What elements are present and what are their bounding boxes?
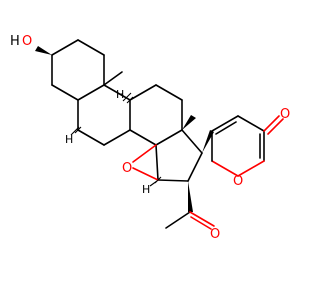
bond	[77, 39, 105, 56]
pyranone-carbonyl-o-label: O	[280, 107, 290, 122]
wedge-bond	[182, 115, 196, 130]
bond	[77, 84, 105, 101]
ring-d-bonds	[155, 129, 203, 182]
bond	[155, 129, 183, 146]
hydroxyl-h-label: H	[10, 34, 20, 49]
epoxide-o-label: O	[122, 161, 132, 176]
h15-hash	[149, 176, 162, 187]
pyranone-bonds	[202, 115, 284, 177]
bond	[132, 144, 157, 163]
h5-label: H	[65, 133, 73, 146]
ring-c-bonds	[129, 84, 183, 146]
bond	[51, 84, 79, 101]
bond	[129, 84, 157, 101]
h9-hash	[122, 92, 134, 104]
bond	[103, 129, 131, 146]
bond	[103, 84, 131, 101]
bond	[129, 129, 157, 146]
methyl-c19-bond	[103, 71, 123, 86]
epoxide-bonds	[132, 144, 159, 181]
bond	[155, 84, 183, 101]
bond	[77, 129, 105, 146]
bond	[157, 179, 189, 182]
hydroxyl-o-label: O	[22, 34, 32, 49]
pyranone-ring-o-label: O	[233, 174, 243, 189]
acetyl-o-label: O	[210, 227, 220, 242]
acetyl-bonds	[165, 181, 215, 230]
molecule-structure: H O O O O O H H H	[10, 34, 290, 242]
ring-a-bonds	[51, 39, 105, 101]
ring-b-bonds	[77, 84, 131, 146]
h9-label: H	[116, 88, 124, 101]
bond	[181, 129, 203, 154]
bond	[155, 144, 159, 181]
bond	[132, 167, 159, 181]
wedge-bond	[35, 46, 52, 55]
h5-hash	[70, 126, 82, 136]
bond	[187, 152, 203, 182]
h15-label: H	[142, 183, 150, 196]
bond	[51, 39, 79, 56]
